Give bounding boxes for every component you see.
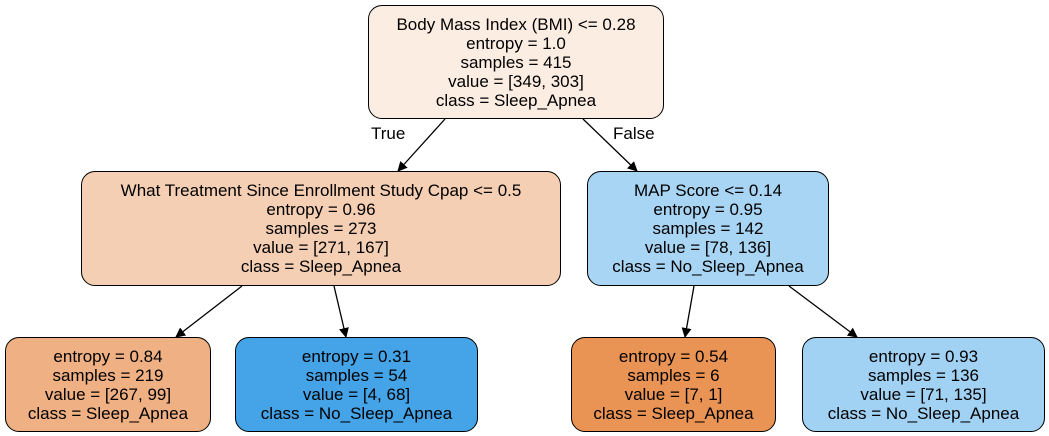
node-text-line: value = [267, 99] bbox=[44, 384, 172, 404]
edge-right-to-leaf-4 bbox=[788, 285, 858, 338]
tree-node-left: What Treatment Since Enrollment Study Cp… bbox=[81, 171, 561, 286]
node-text-line: class = Sleep_Apnea bbox=[435, 90, 597, 110]
node-text-line: samples = 273 bbox=[265, 219, 377, 238]
node-text-line: MAP Score <= 0.14 bbox=[633, 181, 783, 200]
node-text-line: value = [7, 1] bbox=[624, 384, 723, 404]
edge-left-to-leaf-1 bbox=[175, 285, 243, 338]
node-text-line: entropy = 0.84 bbox=[53, 346, 163, 366]
node-text-line: entropy = 1.0 bbox=[466, 33, 566, 53]
node-text-line: class = Sleep_Apnea bbox=[240, 257, 402, 276]
node-text-line: Body Mass Index (BMI) <= 0.28 bbox=[396, 14, 636, 34]
node-text-line: entropy = 0.93 bbox=[868, 346, 979, 366]
edge-root-to-left bbox=[397, 118, 446, 172]
node-text-line: entropy = 0.54 bbox=[618, 346, 729, 366]
node-text-line: class = No_Sleep_Apnea bbox=[260, 403, 453, 423]
node-text-line: value = [78, 136] bbox=[644, 238, 772, 257]
node-text-line: entropy = 0.95 bbox=[653, 200, 763, 219]
node-text-line: samples = 142 bbox=[652, 219, 764, 238]
node-text-line: class = Sleep_Apnea bbox=[593, 403, 754, 423]
node-text-line: value = [4, 68] bbox=[302, 384, 411, 404]
edge-label-false: False bbox=[613, 124, 655, 143]
node-text-line: class = Sleep_Apnea bbox=[27, 403, 189, 423]
node-text-line: entropy = 0.96 bbox=[266, 200, 376, 219]
node-text-line: value = [349, 303] bbox=[448, 71, 584, 91]
node-text-line: samples = 136 bbox=[867, 365, 980, 385]
edge-right-to-leaf-3 bbox=[681, 285, 695, 338]
node-text-line: class = No_Sleep_Apnea bbox=[612, 257, 804, 276]
node-text-line: samples = 6 bbox=[627, 365, 720, 385]
node-text-line: samples = 219 bbox=[52, 365, 164, 385]
node-text-line: class = No_Sleep_Apnea bbox=[827, 403, 1020, 423]
edge-label-true: True bbox=[371, 124, 406, 143]
node-text-line: entropy = 0.31 bbox=[301, 346, 412, 366]
edge-root-to-right bbox=[582, 118, 638, 172]
edge-left-to-leaf-2 bbox=[333, 285, 349, 338]
node-text-line: value = [271, 167] bbox=[253, 238, 389, 257]
node-text-line: samples = 54 bbox=[305, 365, 408, 385]
node-text-line: What Treatment Since Enrollment Study Cp… bbox=[120, 181, 522, 200]
node-text-line: samples = 415 bbox=[460, 52, 572, 72]
node-text-line: value = [71, 135] bbox=[860, 384, 987, 404]
